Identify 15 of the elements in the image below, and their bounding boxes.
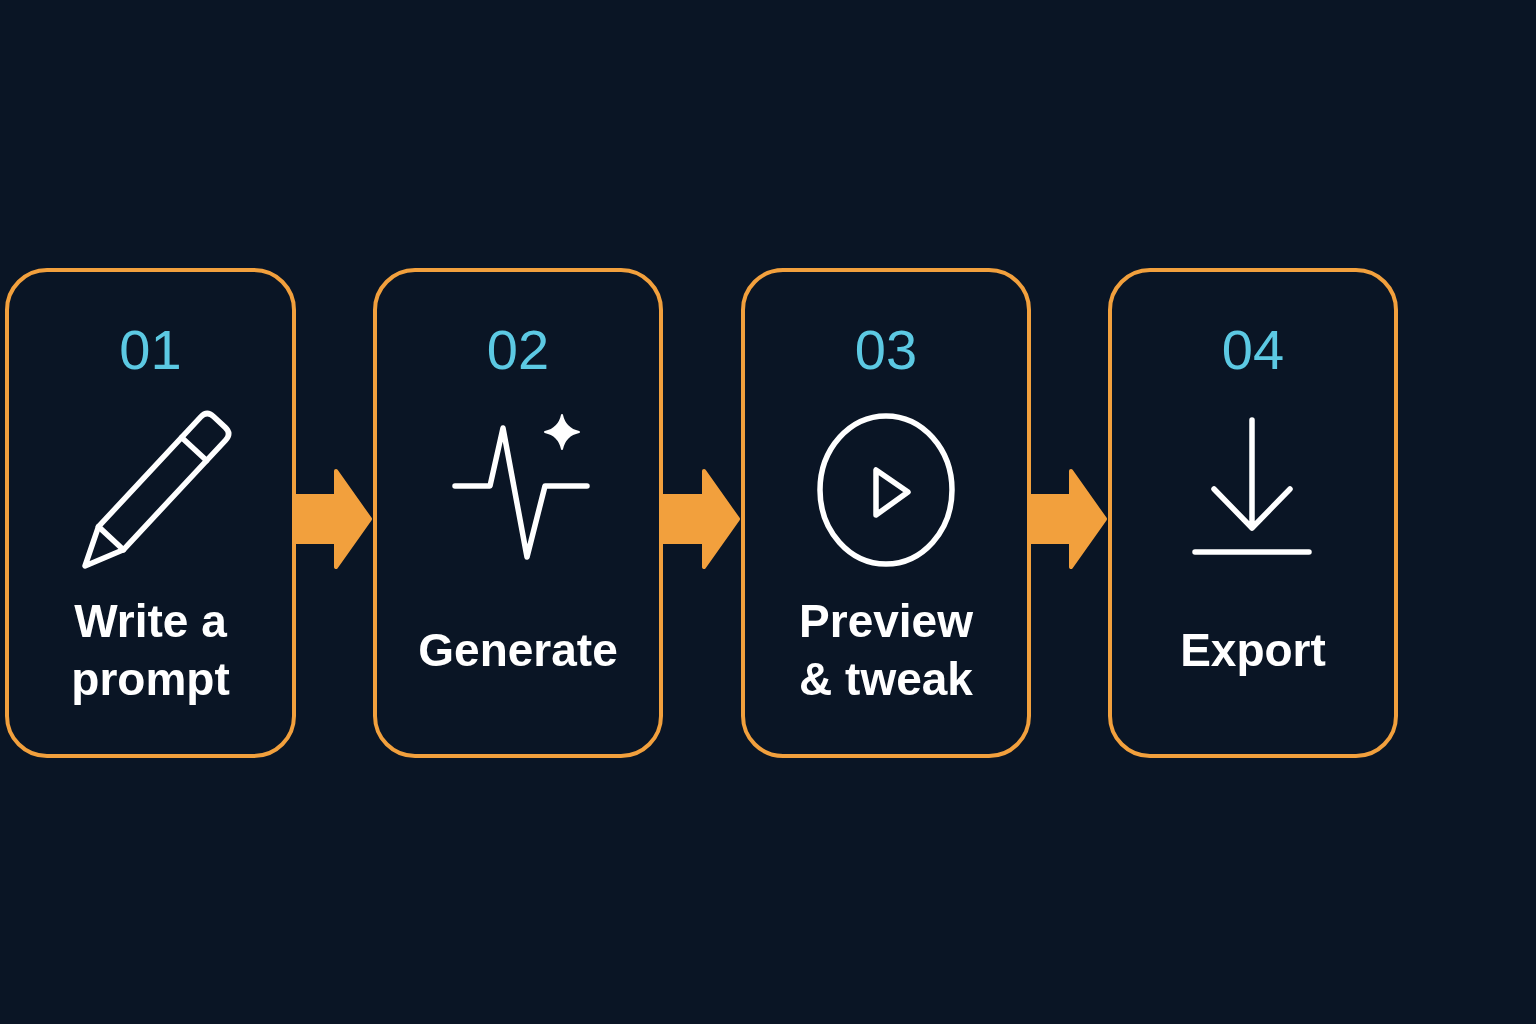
arrow [296,469,372,569]
step-label: Generate [418,623,618,678]
step-number: 04 [1221,322,1285,378]
step-label: Preview & tweak [798,594,974,707]
step-label: Export [1180,623,1326,678]
step-number: 02 [486,322,550,378]
step-card [5,268,296,758]
arrow [1031,469,1107,569]
step-card [741,268,1031,758]
step-number: 01 [119,322,182,378]
step-label: Write a prompt [70,594,231,707]
step-number: 03 [854,322,918,378]
step-card [1108,268,1398,758]
arrow [663,469,740,569]
step-card [373,268,663,758]
